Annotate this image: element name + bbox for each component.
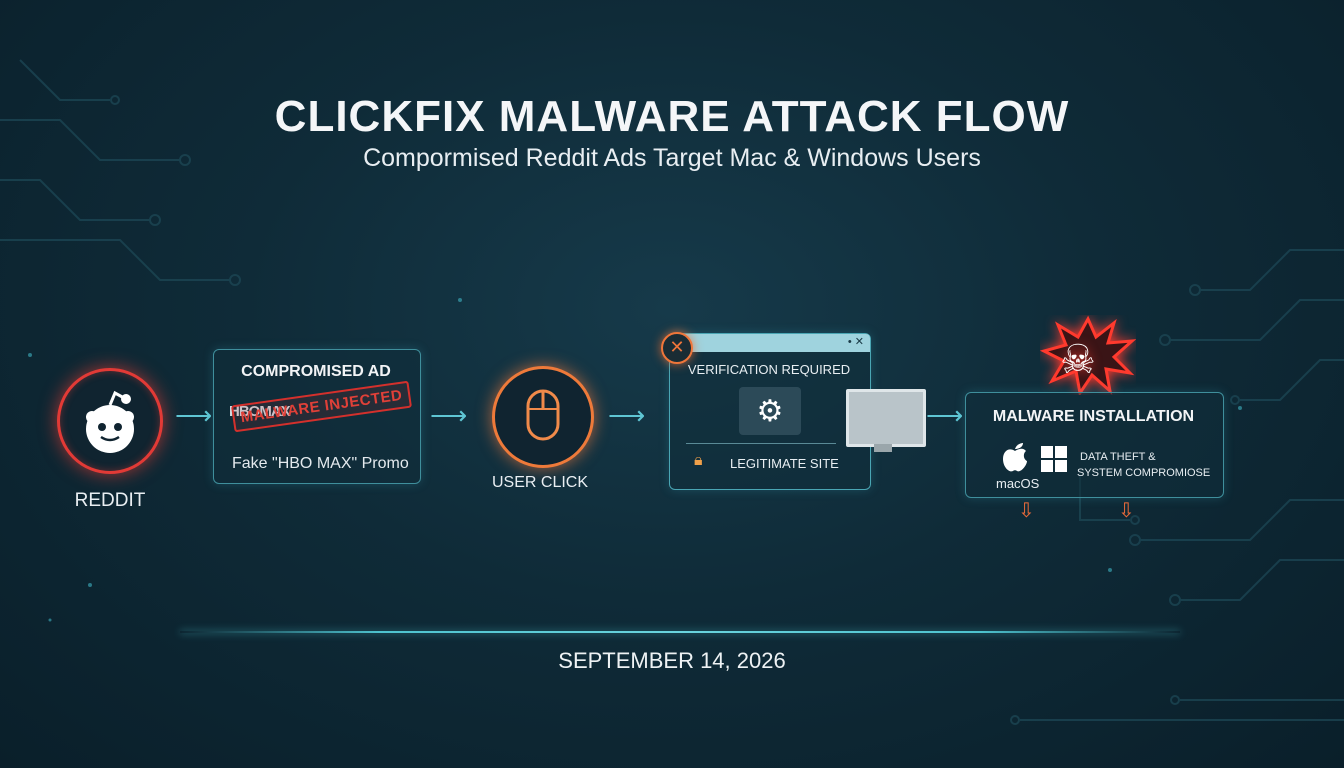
malware-installation-panel: [965, 392, 1224, 498]
down-arrow-icon: ⇩: [1118, 500, 1135, 522]
compromised-ad-panel: [213, 349, 421, 484]
flow-arrow-icon: ⟶: [430, 400, 468, 430]
reddit-node: [57, 368, 163, 474]
monitor-icon: [846, 389, 926, 447]
flow-arrow-icon: ⟶: [175, 400, 213, 430]
windows-icon: [1041, 446, 1067, 472]
date-label: SEPTEMBER 14, 2026: [558, 648, 786, 673]
page-subtitle: Compormised Reddit Ads Target Mac & Wind…: [363, 144, 981, 172]
window-controls: • ✕: [847, 336, 864, 348]
gear-icon: ⚙: [739, 387, 801, 435]
hbo-brand-logo: HBOMAX: [229, 403, 291, 420]
window-titlebar: [670, 334, 870, 352]
effect-line-2: SYSTEM COMPROMIOSE: [1077, 467, 1211, 479]
malware-installation-title: MALWARE INSTALLATION: [992, 408, 1195, 425]
skull-icon: ☠: [1060, 338, 1096, 382]
flow-arrow-icon: ⟶: [608, 400, 646, 430]
effect-line-1: DATA THEFT &: [1080, 451, 1156, 463]
lock-icon: 🔒︎: [694, 452, 703, 469]
mouse-icon: [526, 389, 560, 441]
divider-line: [180, 631, 1180, 633]
macos-label: macOS: [996, 476, 1040, 491]
verification-title: VERIFICATION REQUIRED: [687, 362, 851, 377]
user-click-node: [492, 366, 594, 468]
down-arrow-icon: ⇩: [1018, 500, 1035, 522]
page-title: CLICKFIX MALWARE ATTACK FLOW: [274, 92, 1070, 141]
monitor-stand: [874, 444, 892, 452]
legitimate-site-label: LEGITIMATE SITE: [730, 456, 839, 471]
user-click-label: USER CLICK: [491, 474, 589, 491]
error-x-icon: ✕: [661, 332, 693, 364]
divider: [686, 443, 836, 444]
flow-arrow-icon: ⟶: [926, 400, 964, 430]
reddit-label: REDDIT: [74, 490, 146, 511]
fake-promo-caption: Fake "HBO MAX" Promo: [232, 455, 409, 472]
explosion-icon: [1040, 315, 1136, 395]
reddit-icon: [86, 390, 134, 453]
apple-icon: [1003, 443, 1027, 472]
compromised-ad-title: COMPROMISED AD: [241, 363, 391, 380]
